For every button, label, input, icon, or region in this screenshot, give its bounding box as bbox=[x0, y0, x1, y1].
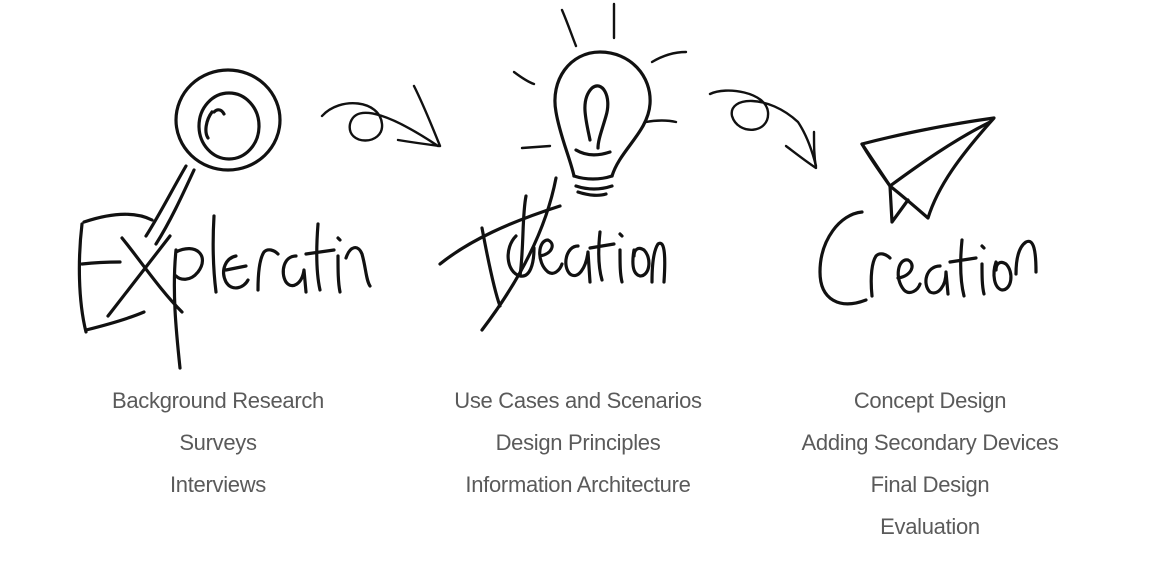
stage-item: Use Cases and Scenarios bbox=[454, 388, 702, 413]
stage-item: Background Research bbox=[112, 388, 324, 413]
stage-item: Design Principles bbox=[495, 430, 661, 455]
stage-item: Adding Secondary Devices bbox=[801, 430, 1059, 455]
stage-item: Surveys bbox=[179, 430, 257, 455]
stage-title-creation bbox=[818, 210, 1038, 306]
stage-title-ideation bbox=[438, 176, 667, 332]
stage-items-exploration: Background Research Surveys Interviews bbox=[48, 380, 388, 506]
stage-item: Evaluation bbox=[880, 514, 980, 539]
curly-arrow-icon bbox=[320, 84, 442, 148]
stage-item: Information Architecture bbox=[465, 472, 691, 497]
light-bulb-icon bbox=[512, 2, 688, 197]
stage-item: Final Design bbox=[870, 472, 990, 497]
stage-title-exploration bbox=[77, 212, 372, 370]
stage-item: Interviews bbox=[169, 472, 267, 497]
magnifying-glass-icon bbox=[144, 68, 282, 246]
stage-items-creation: Concept Design Adding Secondary Devices … bbox=[760, 380, 1100, 548]
curly-arrow-icon bbox=[708, 89, 818, 170]
stage-items-ideation: Use Cases and Scenarios Design Principle… bbox=[408, 380, 748, 506]
stage-item: Concept Design bbox=[853, 388, 1007, 413]
paper-plane-icon bbox=[860, 116, 996, 224]
